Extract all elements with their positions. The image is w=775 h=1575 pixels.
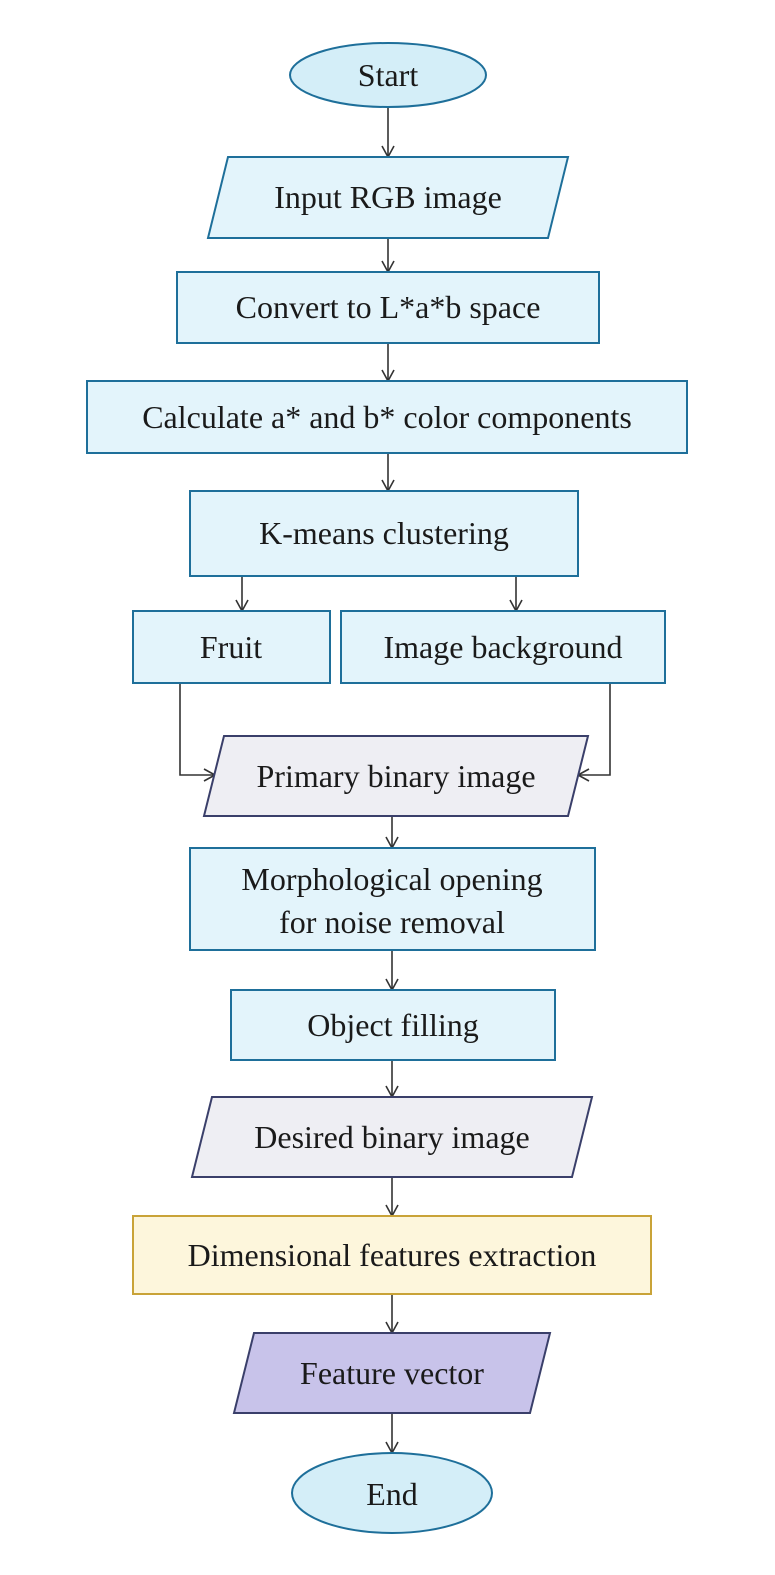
desired-binary-data: Desired binary image xyxy=(190,1096,594,1178)
arrow-background-to-primary xyxy=(576,683,611,782)
kmeans-process: K-means clustering xyxy=(189,490,579,577)
fruit-shape xyxy=(132,610,331,684)
kmeans-shape xyxy=(189,490,579,577)
end-label: End xyxy=(366,1476,418,1512)
start-shape xyxy=(289,42,487,108)
convert-lab-process: Convert to L*a*b space xyxy=(176,271,600,344)
dim-features-shape xyxy=(132,1215,652,1295)
feature-vector-label: Feature vector xyxy=(300,1355,484,1391)
morph-label-line2: for noise removal xyxy=(279,904,505,940)
convert-lab-shape xyxy=(176,271,600,344)
morph-shape xyxy=(189,847,596,951)
connectors xyxy=(179,107,611,1455)
calc-ab-shape xyxy=(86,380,688,454)
kmeans-label: K-means clustering xyxy=(259,515,509,551)
convert-lab-label: Convert to L*a*b space xyxy=(236,289,541,325)
feature-vector-data: Feature vector xyxy=(232,1332,552,1414)
desired-binary-label: Desired binary image xyxy=(254,1119,529,1155)
arrow-fruit-to-primary xyxy=(179,683,217,782)
object-fill-shape xyxy=(230,989,556,1061)
calc-ab-label: Calculate a* and b* color components xyxy=(142,399,632,435)
dim-features-label: Dimensional features extraction xyxy=(188,1237,597,1273)
morph-process: Morphological opening for noise removal xyxy=(189,847,596,951)
start-label: Start xyxy=(358,57,419,93)
primary-binary-shape xyxy=(202,735,590,817)
background-label: Image background xyxy=(383,629,622,665)
desired-binary-shape xyxy=(190,1096,594,1178)
primary-binary-label: Primary binary image xyxy=(256,758,535,794)
start-terminal: Start xyxy=(289,42,487,108)
background-process: Image background xyxy=(340,610,666,684)
input-rgb-data: Input RGB image xyxy=(206,156,570,239)
end-terminal: End xyxy=(291,1452,493,1534)
object-fill-process: Object filling xyxy=(230,989,556,1061)
object-fill-label: Object filling xyxy=(307,1007,479,1043)
calc-ab-process: Calculate a* and b* color components xyxy=(86,380,688,454)
dim-features-process: Dimensional features extraction xyxy=(132,1215,652,1295)
primary-binary-data: Primary binary image xyxy=(202,735,590,817)
input-rgb-shape xyxy=(206,156,570,239)
feature-vector-shape xyxy=(232,1332,552,1414)
morph-label-line1: Morphological opening xyxy=(241,861,542,897)
fruit-process: Fruit xyxy=(132,610,331,684)
end-shape xyxy=(291,1452,493,1534)
fruit-label: Fruit xyxy=(200,629,262,665)
background-shape xyxy=(340,610,666,684)
input-rgb-label: Input RGB image xyxy=(274,179,502,215)
